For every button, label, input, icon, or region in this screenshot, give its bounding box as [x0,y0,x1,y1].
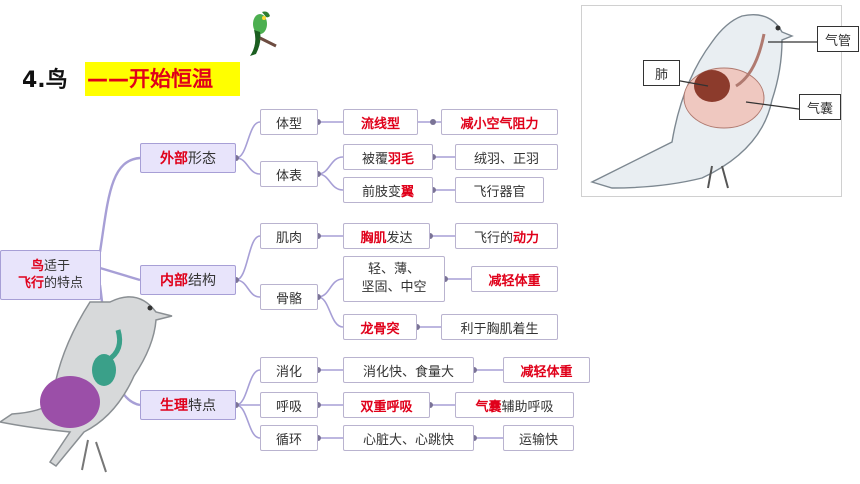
node-chest-muscle: 胸肌发达 [343,223,430,249]
node-fast-transport: 运输快 [503,425,574,451]
section-title: ——开始恒温 [85,62,240,96]
node-keel: 龙骨突 [343,314,417,340]
node-flight-organ: 飞行器官 [455,177,544,203]
parrot-illustration [250,11,277,56]
node-body-shape: 体型 [260,109,318,135]
node-fast-digestion: 消化快、食量大 [343,357,474,383]
node-airsac-assist: 气囊辅助呼吸 [455,392,574,418]
node-light-bones: 轻、薄、坚固、中空 [343,256,445,302]
node-skeleton: 骨骼 [260,284,318,310]
node-double-respiration: 双重呼吸 [343,392,430,418]
branch-physiology: 生理特点 [140,390,236,420]
root-node: 鸟适于 飞行的特点 [0,250,101,300]
node-covered-feathers: 被覆羽毛 [343,144,433,170]
node-respiration: 呼吸 [260,392,318,418]
node-muscle-attachment: 利于胸肌着生 [441,314,558,340]
node-reduce-air-resistance: 减小空气阻力 [441,109,558,135]
node-circulation: 循环 [260,425,318,451]
pigeon-label-trachea: 气管 [817,26,859,52]
node-flight-power: 飞行的动力 [455,223,558,249]
node-body-surface: 体表 [260,161,318,187]
pigeon-label-lung: 肺 [643,60,680,86]
pigeon-anatomy-figure: 肺 气管 气囊 [581,5,859,197]
branch-external-form: 外部形态 [140,143,236,173]
node-reduce-weight-skeleton: 减轻体重 [471,266,558,292]
bird-anatomy-illustration [0,296,173,473]
node-big-heart: 心脏大、心跳快 [343,425,474,451]
node-down-and-contour-feathers: 绒羽、正羽 [455,144,558,170]
pigeon-label-airsac: 气囊 [799,94,841,120]
node-muscle: 肌肉 [260,223,318,249]
branch-internal-structure: 内部结构 [140,265,236,295]
root-line-1: 鸟适于 [30,259,71,274]
section-number: 4.鸟 [22,68,68,93]
pigeon-drawing [590,14,820,189]
node-reduce-weight-digestion: 减轻体重 [503,357,590,383]
root-line-2: 飞行的特点 [17,276,84,291]
node-forelimb-wing: 前肢变翼 [343,177,433,203]
node-digestion: 消化 [260,357,318,383]
node-streamlined: 流线型 [343,109,418,135]
